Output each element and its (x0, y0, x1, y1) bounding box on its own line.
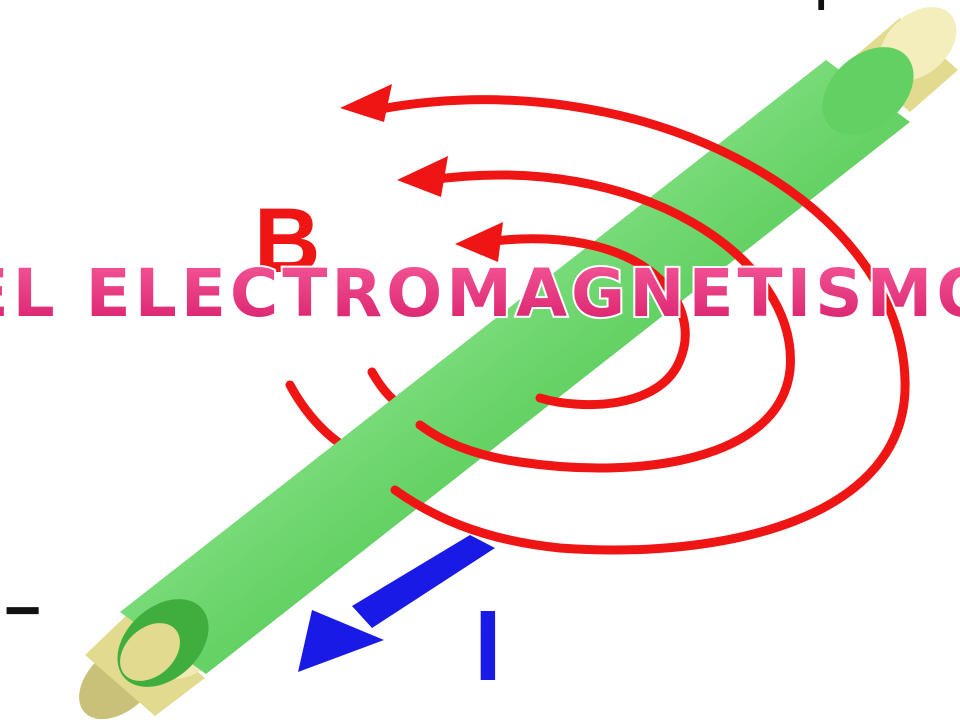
current-arrow (298, 535, 495, 672)
slide-title: EL ELECTROMAGNETISMO (0, 255, 960, 332)
field-arrow-outer (340, 84, 392, 122)
wire-insulation (120, 60, 910, 674)
field-lines-front (370, 95, 910, 555)
current-arrow-shaft (352, 535, 495, 628)
insulation-end-top (822, 47, 914, 135)
terminal-positive-mark: + (806, 0, 836, 26)
current-arrow-head (298, 610, 384, 672)
field-loop-outer (370, 95, 910, 555)
field-arrowheads (340, 84, 503, 262)
wire (79, 7, 958, 720)
field-loop-inner (480, 234, 690, 410)
terminal-negative-mark: − (4, 574, 41, 646)
field-loop-middle (415, 170, 795, 473)
field-arrow-inner (455, 222, 503, 262)
current-label-i: I (474, 590, 502, 702)
field-arrow-middle (397, 156, 448, 197)
conductor-core-visible (120, 623, 180, 681)
field-label-b: B (254, 190, 320, 292)
